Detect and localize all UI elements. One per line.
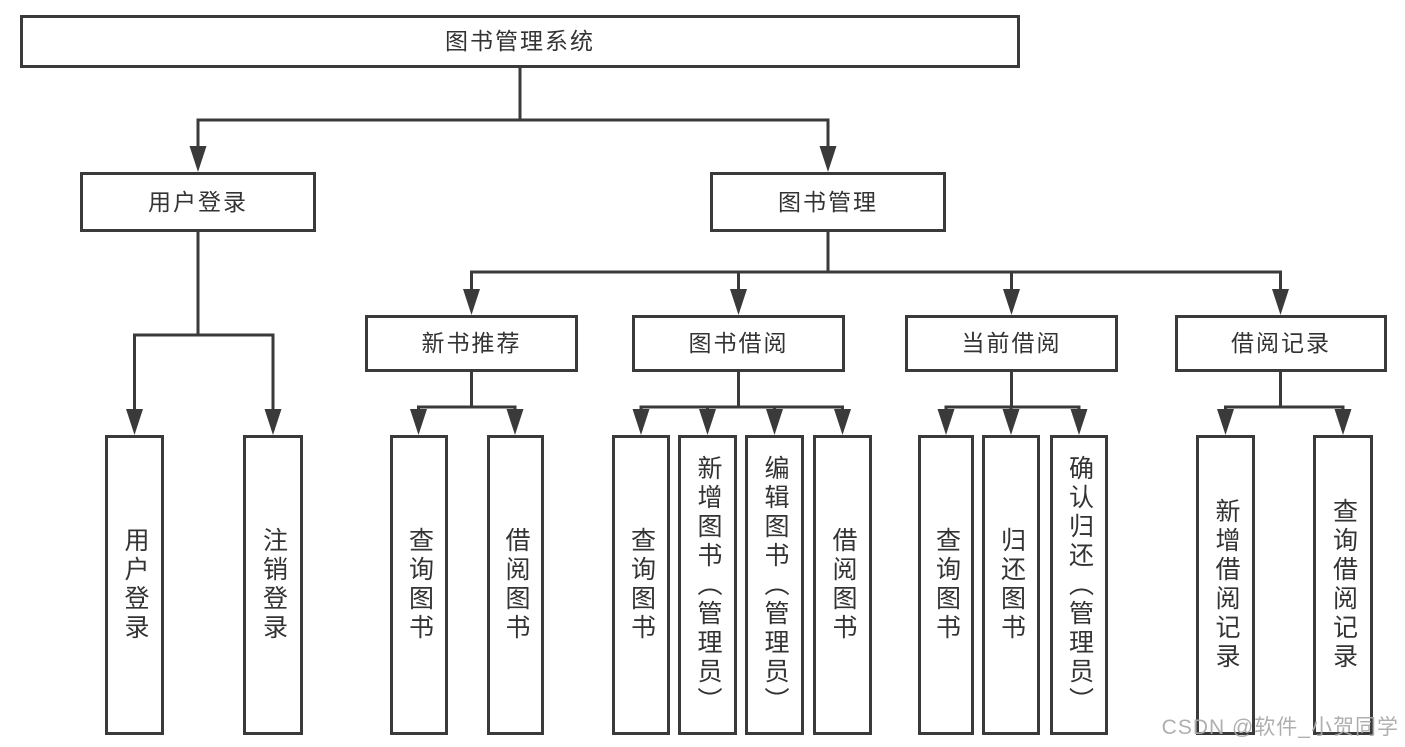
leaf-edit-books-admin: 编辑图书（管理员） bbox=[745, 435, 804, 735]
node-current-borrowing: 当前借阅 bbox=[905, 315, 1118, 372]
node-borrowing-records-label: 借阅记录 bbox=[1231, 330, 1331, 356]
leaf-return-books: 归还图书 bbox=[982, 435, 1040, 735]
leaf-query-books-current-label: 查询图书 bbox=[932, 527, 961, 643]
node-current-borrowing-label: 当前借阅 bbox=[961, 330, 1062, 356]
leaf-user-login: 用户登录 bbox=[105, 435, 164, 735]
node-user-login: 用户登录 bbox=[80, 172, 316, 232]
leaf-logout: 注销登录 bbox=[243, 435, 303, 735]
csdn-watermark: CSDN @软件_小贺同学 bbox=[1161, 716, 1399, 739]
leaf-borrow-books-recommend: 借阅图书 bbox=[487, 435, 544, 735]
node-book-management: 图书管理 bbox=[710, 172, 946, 232]
leaf-borrow-books-recommend-label: 借阅图书 bbox=[502, 527, 530, 643]
leaf-query-borrow-record-label: 查询借阅记录 bbox=[1329, 498, 1358, 672]
leaf-add-books-admin: 新增图书（管理员） bbox=[678, 435, 737, 735]
node-root-system: 图书管理系统 bbox=[20, 15, 1020, 68]
leaf-query-borrow-record: 查询借阅记录 bbox=[1313, 435, 1373, 735]
node-new-book-recommend-label: 新书推荐 bbox=[421, 330, 522, 356]
leaf-query-books-borrow-label: 查询图书 bbox=[627, 527, 656, 643]
leaf-confirm-return-admin: 确认归还（管理员） bbox=[1050, 435, 1108, 735]
leaf-query-books-recommend-label: 查询图书 bbox=[405, 527, 434, 643]
leaf-query-books-current: 查询图书 bbox=[918, 435, 974, 735]
leaf-query-books-recommend: 查询图书 bbox=[390, 435, 448, 735]
leaf-edit-books-admin-label: 编辑图书（管理员） bbox=[761, 454, 789, 716]
leaf-confirm-return-admin-label: 确认归还（管理员） bbox=[1065, 454, 1094, 716]
arrowheads bbox=[126, 146, 1352, 435]
leaf-add-books-admin-label: 新增图书（管理员） bbox=[694, 454, 722, 716]
leaf-borrow-books: 借阅图书 bbox=[813, 435, 872, 735]
node-book-borrowing-label: 图书借阅 bbox=[688, 330, 789, 356]
node-book-borrowing: 图书借阅 bbox=[632, 315, 845, 372]
leaf-logout-label: 注销登录 bbox=[259, 527, 288, 643]
leaf-return-books-label: 归还图书 bbox=[997, 527, 1026, 643]
node-user-login-label: 用户登录 bbox=[148, 188, 248, 215]
node-book-management-label: 图书管理 bbox=[778, 188, 878, 215]
leaf-add-borrow-record: 新增借阅记录 bbox=[1196, 435, 1255, 735]
leaf-user-login-label: 用户登录 bbox=[121, 527, 149, 643]
node-root-label: 图书管理系统 bbox=[445, 28, 595, 54]
leaf-query-books-borrow: 查询图书 bbox=[612, 435, 670, 735]
leaf-add-borrow-record-label: 新增借阅记录 bbox=[1212, 498, 1240, 672]
node-new-book-recommend: 新书推荐 bbox=[365, 315, 578, 372]
node-borrowing-records: 借阅记录 bbox=[1175, 315, 1387, 372]
leaf-borrow-books-label: 借阅图书 bbox=[829, 527, 857, 643]
